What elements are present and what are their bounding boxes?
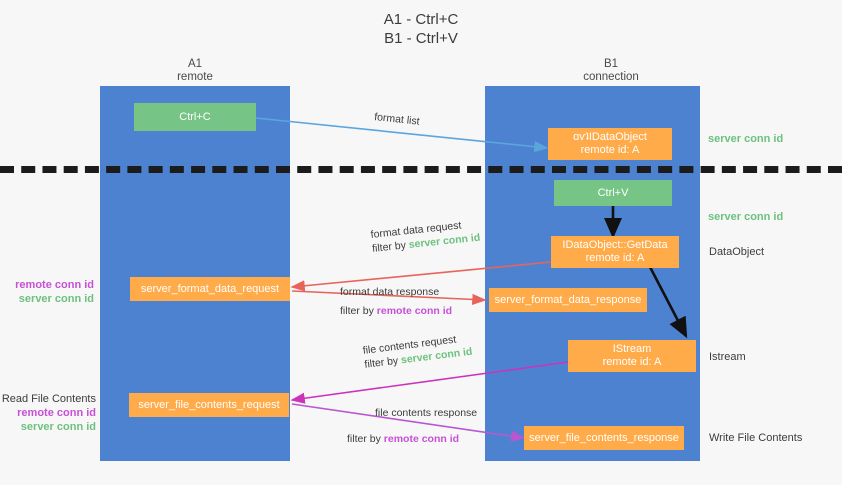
label-conn-pair-upper: remote conn id server conn id xyxy=(0,278,94,306)
anno-fmt-resp-line1: format data response xyxy=(340,286,440,298)
node-file-req-label: server_file_contents_request xyxy=(138,398,280,411)
label-server-conn-id-mid: server conn id xyxy=(708,210,783,224)
label-server-conn-id-top-text: server conn id xyxy=(708,133,784,145)
node-ctrl-c-label: Ctrl+C xyxy=(179,110,211,123)
anno-fmt-req-prefix: filter by xyxy=(371,239,410,255)
label-conn-pair-upper-remote: remote conn id xyxy=(15,279,94,291)
node-ctrl-c[interactable]: Ctrl+C xyxy=(134,103,256,131)
anno-file-resp-line2: filter by remote conn id xyxy=(347,432,477,446)
label-dataobject: DataObject xyxy=(709,245,764,259)
node-fmt-resp-label: server_format_data_response xyxy=(494,293,642,306)
label-read-file-remote: remote conn id xyxy=(17,407,96,419)
anno-file-resp-em: remote conn id xyxy=(383,433,460,445)
label-istream: Istream xyxy=(709,350,746,364)
arrow-getdata-to-istream xyxy=(648,266,688,339)
node-idataobject-line2: remote id: A xyxy=(580,144,640,156)
anno-file-resp-prefix: filter by xyxy=(347,433,384,445)
anno-fmt-resp-em: remote conn id xyxy=(376,305,453,317)
node-ctrl-v[interactable]: Ctrl+V xyxy=(554,180,672,206)
lane-header-b1: B1 connection xyxy=(531,58,691,84)
node-istream-line1: IStream xyxy=(612,343,652,355)
node-idataobject[interactable]: ɑⱱʇIDataObject remote id: A xyxy=(548,128,672,160)
lane-a1-title: A1 xyxy=(187,58,203,70)
node-istream-line2: remote id: A xyxy=(602,356,662,368)
lane-header-a1: A1 remote xyxy=(128,58,262,84)
node-idataobject-line1: ɑⱱʇIDataObject xyxy=(573,131,647,143)
label-dataobject-text: DataObject xyxy=(709,246,765,258)
label-read-file-server: server conn id xyxy=(20,421,96,433)
arrow-format-data-response xyxy=(291,290,487,305)
label-istream-text: Istream xyxy=(709,351,746,363)
node-server-file-contents-request[interactable]: server_file_contents_request xyxy=(129,393,289,417)
title-line-2: B1 - Ctrl+V xyxy=(384,30,458,47)
arrow-file-contents-request xyxy=(290,361,569,404)
label-write-file-contents: Write File Contents xyxy=(709,431,802,445)
label-server-conn-id-top: server conn id xyxy=(708,132,783,146)
lane-a1-subtitle: remote xyxy=(177,71,213,83)
arrow-file-contents-response xyxy=(291,403,526,442)
arrow-format-data-request xyxy=(290,261,552,292)
node-file-resp-label: server_file_contents_response xyxy=(529,431,679,444)
anno-fmt-resp-line2: filter by remote conn id xyxy=(340,304,452,318)
page-title: A1 - Ctrl+C B1 - Ctrl+V xyxy=(0,10,842,48)
label-write-file-contents-text: Write File Contents xyxy=(709,432,803,444)
arrow-format-list xyxy=(255,117,549,153)
node-server-format-data-request[interactable]: server_format_data_request xyxy=(130,277,290,301)
label-read-file-contents: Read File Contents xyxy=(1,393,96,405)
node-ctrl-v-label: Ctrl+V xyxy=(597,186,629,199)
annotation-format-data-response: format data response filter by remote co… xyxy=(340,285,452,318)
lane-b1-subtitle: connection xyxy=(583,71,639,83)
node-getdata-line1: IDataObject::GetData xyxy=(562,239,668,251)
label-read-file-contents-group: Read File Contents remote conn id server… xyxy=(0,392,96,434)
title-line-1: A1 - Ctrl+C xyxy=(383,11,459,28)
anno-file-resp-line1: file contents response xyxy=(375,407,478,419)
anno-fmt-resp-prefix: filter by xyxy=(340,305,377,317)
label-server-conn-id-mid-text: server conn id xyxy=(708,211,784,223)
dashed-divider xyxy=(0,166,842,173)
node-istream[interactable]: IStream remote id: A xyxy=(568,340,696,372)
node-server-format-data-response[interactable]: server_format_data_response xyxy=(489,288,647,312)
annotation-file-contents-response: file contents response filter by remote … xyxy=(347,406,477,446)
label-conn-pair-upper-server: server conn id xyxy=(18,293,94,305)
node-idataobject-getdata[interactable]: IDataObject::GetData remote id: A xyxy=(551,236,679,268)
node-server-file-contents-response[interactable]: server_file_contents_response xyxy=(524,426,684,450)
lane-b1-title: B1 xyxy=(603,58,619,70)
node-fmt-req-label: server_format_data_request xyxy=(140,282,280,295)
node-getdata-line2: remote id: A xyxy=(585,252,645,264)
